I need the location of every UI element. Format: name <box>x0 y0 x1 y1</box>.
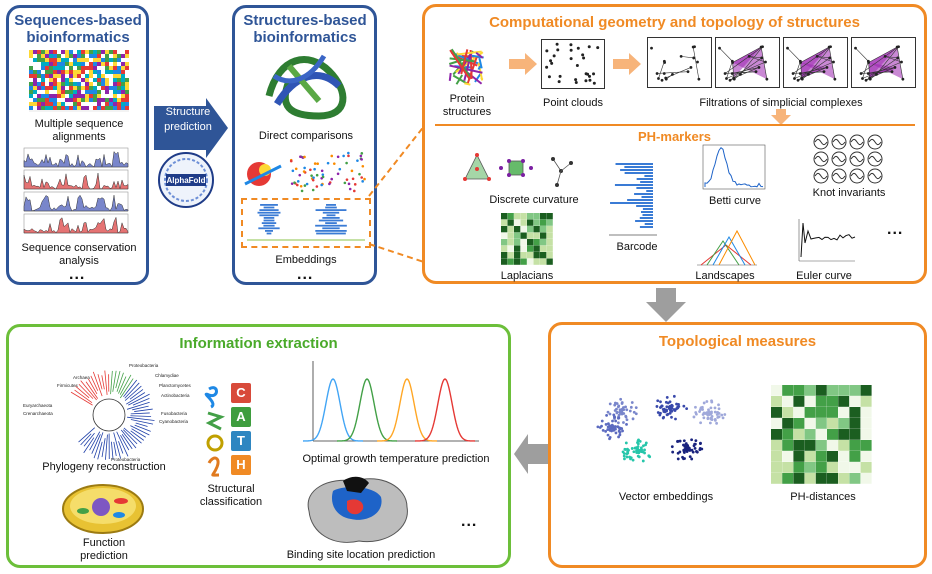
arrow-to-information <box>514 434 548 474</box>
growth-label: Optimal growth temperature prediction <box>302 453 490 465</box>
knot-invariants-image <box>813 134 883 184</box>
point-cloud-image <box>541 39 605 89</box>
cath-class-h: H <box>231 455 251 475</box>
phylogeny-label: Phylogeny reconstruction <box>42 461 166 473</box>
sequences-more: ... <box>69 266 86 283</box>
phylogeny-tree: ArchaeaProteobacteriaFirmicutesChlamydia… <box>23 363 192 462</box>
betti-curve-image <box>702 144 766 190</box>
protein-structures-label: Protein structures <box>442 93 492 118</box>
svg-text:Actinobacteria: Actinobacteria <box>161 393 190 398</box>
embeddings-label: Embeddings <box>275 254 337 266</box>
svg-text:Crenarchaeota: Crenarchaeota <box>23 411 53 416</box>
svg-text:Proteobacteria: Proteobacteria <box>129 363 159 368</box>
svg-text:Cyanobacteria: Cyanobacteria <box>159 419 189 424</box>
cell-image <box>62 484 144 534</box>
curvature-image <box>463 153 573 187</box>
msa-image <box>29 50 129 112</box>
function-label: Function prediction <box>80 537 128 562</box>
sequences-panel: Sequences-based bioinformatics Multiple … <box>6 5 149 285</box>
point-clouds-label: Point clouds <box>543 97 603 109</box>
direct-comparisons-label: Direct comparisons <box>258 130 354 142</box>
ph-markers-more: ... <box>887 221 904 238</box>
svg-text:Euryarchaeota: Euryarchaeota <box>23 403 53 408</box>
structure-prediction-arrow <box>154 98 228 158</box>
msa-label: Multiple sequence alignments <box>34 118 124 143</box>
alphafold-logo-text: AlphaFold <box>166 176 206 185</box>
svg-text:Firmicutes: Firmicutes <box>57 383 79 388</box>
knot-invariants-label: Knot invariants <box>812 187 886 199</box>
euler-curve-image <box>798 219 856 262</box>
information-more: ... <box>461 513 478 530</box>
conservation-plots <box>23 147 129 234</box>
cath-class-c: C <box>231 383 251 403</box>
direct-comparisons-image <box>244 151 366 193</box>
alphafold-logo <box>158 152 214 208</box>
geometry-title: Computational geometry and topology of s… <box>489 14 860 31</box>
structures-more: ... <box>297 266 314 283</box>
structure-prediction-label: Structure prediction <box>164 106 212 133</box>
cath-structure-icons <box>204 386 226 477</box>
arrow-to-topological <box>646 288 686 322</box>
sequences-title: Sequences-based bioinformatics <box>14 12 142 46</box>
barcode-image <box>609 163 657 236</box>
discrete-curvature-label: Discrete curvature <box>489 194 579 206</box>
svg-text:Fusobacteria: Fusobacteria <box>161 411 188 416</box>
ph-distances-label: PH-distances <box>790 491 856 503</box>
conservation-label: Sequence conservation analysis <box>21 242 137 267</box>
cath-class-t: T <box>231 431 251 451</box>
ph-markers-title: PH-markers <box>638 129 711 144</box>
embeddings-box <box>241 198 371 248</box>
svg-text:Proteobacteria: Proteobacteria <box>111 457 141 462</box>
euler-curve-label: Euler curve <box>796 270 852 282</box>
arrow-to-ph-markers <box>771 109 791 125</box>
protein-structure-image <box>448 48 484 86</box>
arrow-to-filtrations <box>613 53 641 75</box>
arrow-to-clouds <box>509 53 537 75</box>
vector-embeddings-label: Vector embeddings <box>618 491 714 503</box>
geometry-separator <box>435 124 915 126</box>
vector-embeddings-image <box>596 394 727 463</box>
geometry-panel: Computational geometry and topology of s… <box>422 4 927 284</box>
betti-curve-label: Betti curve <box>709 195 761 207</box>
barcode-label: Barcode <box>616 241 658 253</box>
landscapes-image <box>697 229 757 266</box>
svg-text:Archaea: Archaea <box>73 375 90 380</box>
laplacian-heatmap <box>501 213 553 265</box>
growth-temperature-chart <box>302 361 479 442</box>
structural-label: Structural classification <box>199 483 263 508</box>
binding-site-image <box>307 476 408 543</box>
filtrations-image <box>647 37 916 88</box>
ph-distances-heatmap <box>771 385 872 484</box>
structures-title: Structures-based bioinformatics <box>243 12 367 46</box>
topological-panel: Topological measures Vector embeddings P… <box>548 322 927 568</box>
landscapes-label: Landscapes <box>695 270 755 282</box>
information-title: Information extraction <box>179 335 338 352</box>
svg-text:Chlamydiae: Chlamydiae <box>155 373 179 378</box>
filtrations-label: Filtrations of simplicial complexes <box>699 97 863 109</box>
topological-title: Topological measures <box>658 333 817 350</box>
binding-label: Binding site location prediction <box>286 549 436 561</box>
svg-text:Planctomycetes: Planctomycetes <box>159 383 192 388</box>
protein-ribbon-image <box>265 54 347 120</box>
structures-panel: Structures-based bioinformatics Direct c… <box>232 5 377 285</box>
cath-class-a: A <box>231 407 251 427</box>
laplacians-label: Laplacians <box>500 270 554 282</box>
